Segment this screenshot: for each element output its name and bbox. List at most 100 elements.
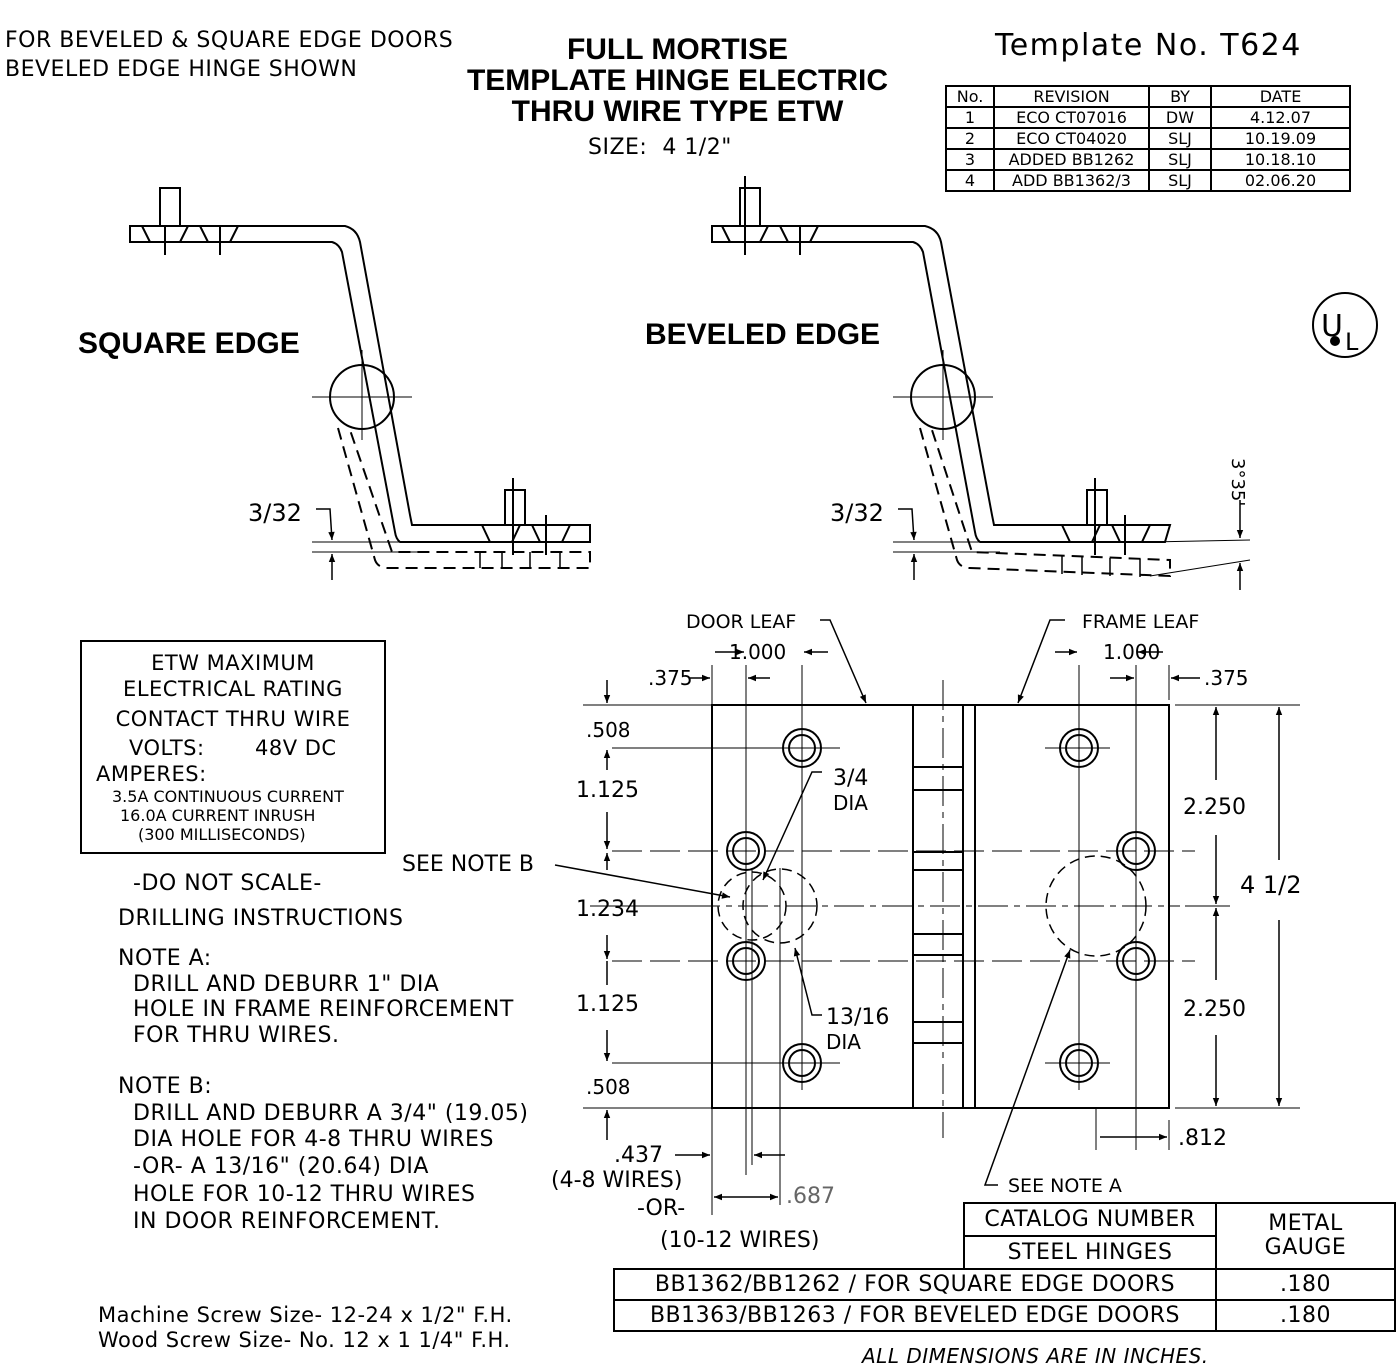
dia-34-label: 3/4 bbox=[833, 766, 868, 791]
title-line-3: THRU WIRE TYPE ETW bbox=[511, 95, 844, 128]
right-upper-dim: 2.250 bbox=[1183, 795, 1246, 820]
revision-row: 4 ADD BB1362/3 SLJ 02.06.20 bbox=[945, 169, 1351, 192]
catalog-number: BB1363/BB1263 / FOR BEVELED EDGE DOORS bbox=[613, 1299, 1217, 1332]
metal-header: METAL bbox=[1268, 1210, 1343, 1236]
catalog-number-header: CATALOG NUMBER bbox=[963, 1202, 1217, 1237]
hinge-size: SIZE: 4 1/2" bbox=[588, 135, 732, 160]
dia-34-word: DIA bbox=[833, 791, 868, 815]
door-edge-dim: .375 bbox=[648, 666, 693, 690]
svg-text:U: U bbox=[1321, 309, 1343, 344]
note-b-line: HOLE FOR 10-12 THRU WIRES bbox=[133, 1182, 476, 1207]
rev-col-no: No. bbox=[945, 85, 995, 108]
catalog-row: BB1363/BB1263 / FOR BEVELED EDGE DOORS .… bbox=[613, 1299, 1396, 1332]
note-b-line: -OR- A 13/16" (20.64) DIA bbox=[133, 1154, 429, 1179]
svg-text:L: L bbox=[1345, 328, 1359, 356]
square-edge-label: SQUARE EDGE bbox=[78, 327, 300, 360]
see-note-b-label: SEE NOTE B bbox=[402, 852, 534, 877]
rating-contact: CONTACT THRU WIRE bbox=[115, 707, 351, 731]
revision-row: 3 ADDED BB1262 SLJ 10.18.10 bbox=[945, 148, 1351, 171]
hinge-shown-note: BEVELED EDGE HINGE SHOWN bbox=[5, 57, 358, 82]
gap-label-beveled: 3/32 bbox=[830, 499, 884, 527]
rating-subtitle: ELECTRICAL RATING bbox=[123, 677, 343, 701]
revision-table: No. REVISION BY DATE 1 ECO CT07016 DW 4.… bbox=[945, 85, 1351, 192]
title-line-2: TEMPLATE HINGE ELECTRIC bbox=[466, 64, 889, 97]
catalog-gauge: .180 bbox=[1215, 1299, 1396, 1332]
volts-value: 48V DC bbox=[255, 736, 337, 760]
rev-desc: ECO CT07016 bbox=[993, 106, 1150, 129]
wire-437-dim: .437 bbox=[614, 1143, 663, 1168]
dia-1316-word: DIA bbox=[826, 1030, 861, 1054]
machine-screw-size: Machine Screw Size- 12-24 x 1/2" F.H. bbox=[98, 1303, 513, 1327]
rev-by: DW bbox=[1148, 106, 1212, 129]
see-note-a-label: SEE NOTE A bbox=[1008, 1175, 1122, 1197]
rev-col-date: DATE bbox=[1210, 85, 1351, 108]
square-edge-view bbox=[129, 187, 591, 580]
note-b-title: NOTE B: bbox=[118, 1074, 213, 1099]
dia-1316-label: 13/16 bbox=[826, 1005, 889, 1030]
ul-logo-icon: U L bbox=[1312, 292, 1378, 358]
middle-spacing-dim: 1.234 bbox=[576, 897, 639, 922]
rev-col-revision: REVISION bbox=[993, 85, 1150, 108]
rev-date: 10.18.10 bbox=[1210, 148, 1351, 171]
frame-offset-dim: 1.000 bbox=[1103, 640, 1160, 664]
rev-by: SLJ bbox=[1148, 148, 1212, 171]
note-b-line: DRILL AND DEBURR A 3/4" (19.05) bbox=[133, 1101, 529, 1126]
gauge-header: GAUGE bbox=[1264, 1235, 1347, 1260]
rev-desc: ADDED BB1262 bbox=[993, 148, 1150, 171]
rating-title: ETW MAXIMUM bbox=[151, 651, 315, 675]
wood-screw-size: Wood Screw Size- No. 12 x 1 1/4" F.H. bbox=[98, 1328, 511, 1352]
door-type-note: FOR BEVELED & SQUARE EDGE DOORS bbox=[5, 28, 454, 53]
bevel-angle-label: 3°35' bbox=[1227, 458, 1248, 506]
frame-edge-dim: .375 bbox=[1204, 666, 1249, 690]
bottom-margin-dim: .508 bbox=[586, 1075, 631, 1099]
electrical-rating-box: ETW MAXIMUM ELECTRICAL RATING CONTACT TH… bbox=[80, 640, 386, 854]
wires-4-8-label: (4-8 WIRES) bbox=[551, 1168, 682, 1193]
revision-header-row: No. REVISION BY DATE bbox=[945, 85, 1351, 108]
frame-hole-dim: .812 bbox=[1178, 1126, 1227, 1151]
rev-date: 02.06.20 bbox=[1210, 169, 1351, 192]
continuous-current: 3.5A CONTINUOUS CURRENT bbox=[112, 787, 344, 806]
door-offset-dim: 1.000 bbox=[729, 640, 786, 664]
overall-height-dim: 4 1/2 bbox=[1240, 871, 1302, 899]
note-a-line: HOLE IN FRAME REINFORCEMENT bbox=[133, 997, 514, 1022]
door-leaf-label: DOOR LEAF bbox=[686, 611, 796, 633]
catalog-number: BB1362/BB1262 / FOR SQUARE EDGE DOORS bbox=[613, 1268, 1217, 1301]
hinge-front-view bbox=[554, 619, 1300, 1215]
note-a-line: FOR THRU WIRES. bbox=[133, 1023, 340, 1048]
rev-no: 2 bbox=[945, 127, 995, 150]
beveled-edge-view bbox=[711, 176, 1251, 590]
catalog-subheader-row: STEEL HINGES bbox=[614, 1235, 1395, 1270]
inrush-current: 16.0A CURRENT INRUSH bbox=[120, 806, 316, 825]
rev-col-by: BY bbox=[1148, 85, 1212, 108]
rev-no: 4 bbox=[945, 169, 995, 192]
rev-desc: ADD BB1362/3 bbox=[993, 169, 1150, 192]
note-a-line: DRILL AND DEBURR 1" DIA bbox=[133, 972, 440, 997]
rev-date: 10.19.09 bbox=[1210, 127, 1351, 150]
right-lower-dim: 2.250 bbox=[1183, 997, 1246, 1022]
rev-desc: ECO CT04020 bbox=[993, 127, 1150, 150]
do-not-scale: -DO NOT SCALE- bbox=[133, 871, 322, 896]
note-b-line: IN DOOR REINFORCEMENT. bbox=[133, 1209, 441, 1234]
beveled-edge-label: BEVELED EDGE bbox=[645, 318, 881, 351]
dimensions-units-note: ALL DIMENSIONS ARE IN INCHES. bbox=[862, 1344, 1209, 1368]
gap-label-square: 3/32 bbox=[248, 499, 302, 527]
rev-no: 1 bbox=[945, 106, 995, 129]
rev-by: SLJ bbox=[1148, 169, 1212, 192]
steel-hinges-header: STEEL HINGES bbox=[963, 1235, 1217, 1270]
catalog-row: BB1362/BB1262 / FOR SQUARE EDGE DOORS .1… bbox=[613, 1268, 1396, 1301]
frame-leaf-label: FRAME LEAF bbox=[1082, 611, 1199, 633]
volts-label: VOLTS: bbox=[129, 736, 205, 760]
rev-no: 3 bbox=[945, 148, 995, 171]
catalog-gauge: .180 bbox=[1215, 1268, 1396, 1301]
note-a-title: NOTE A: bbox=[118, 946, 212, 971]
note-b-line: DIA HOLE FOR 4-8 THRU WIRES bbox=[133, 1127, 494, 1152]
upper-spacing-dim: 1.125 bbox=[576, 778, 639, 803]
rev-date: 4.12.07 bbox=[1210, 106, 1351, 129]
top-margin-dim: .508 bbox=[586, 718, 631, 742]
rev-by: SLJ bbox=[1148, 127, 1212, 150]
inrush-duration: (300 MILLISECONDS) bbox=[138, 825, 306, 844]
amperes-label: AMPERES: bbox=[96, 762, 207, 786]
revision-row: 2 ECO CT04020 SLJ 10.19.09 bbox=[945, 127, 1351, 150]
